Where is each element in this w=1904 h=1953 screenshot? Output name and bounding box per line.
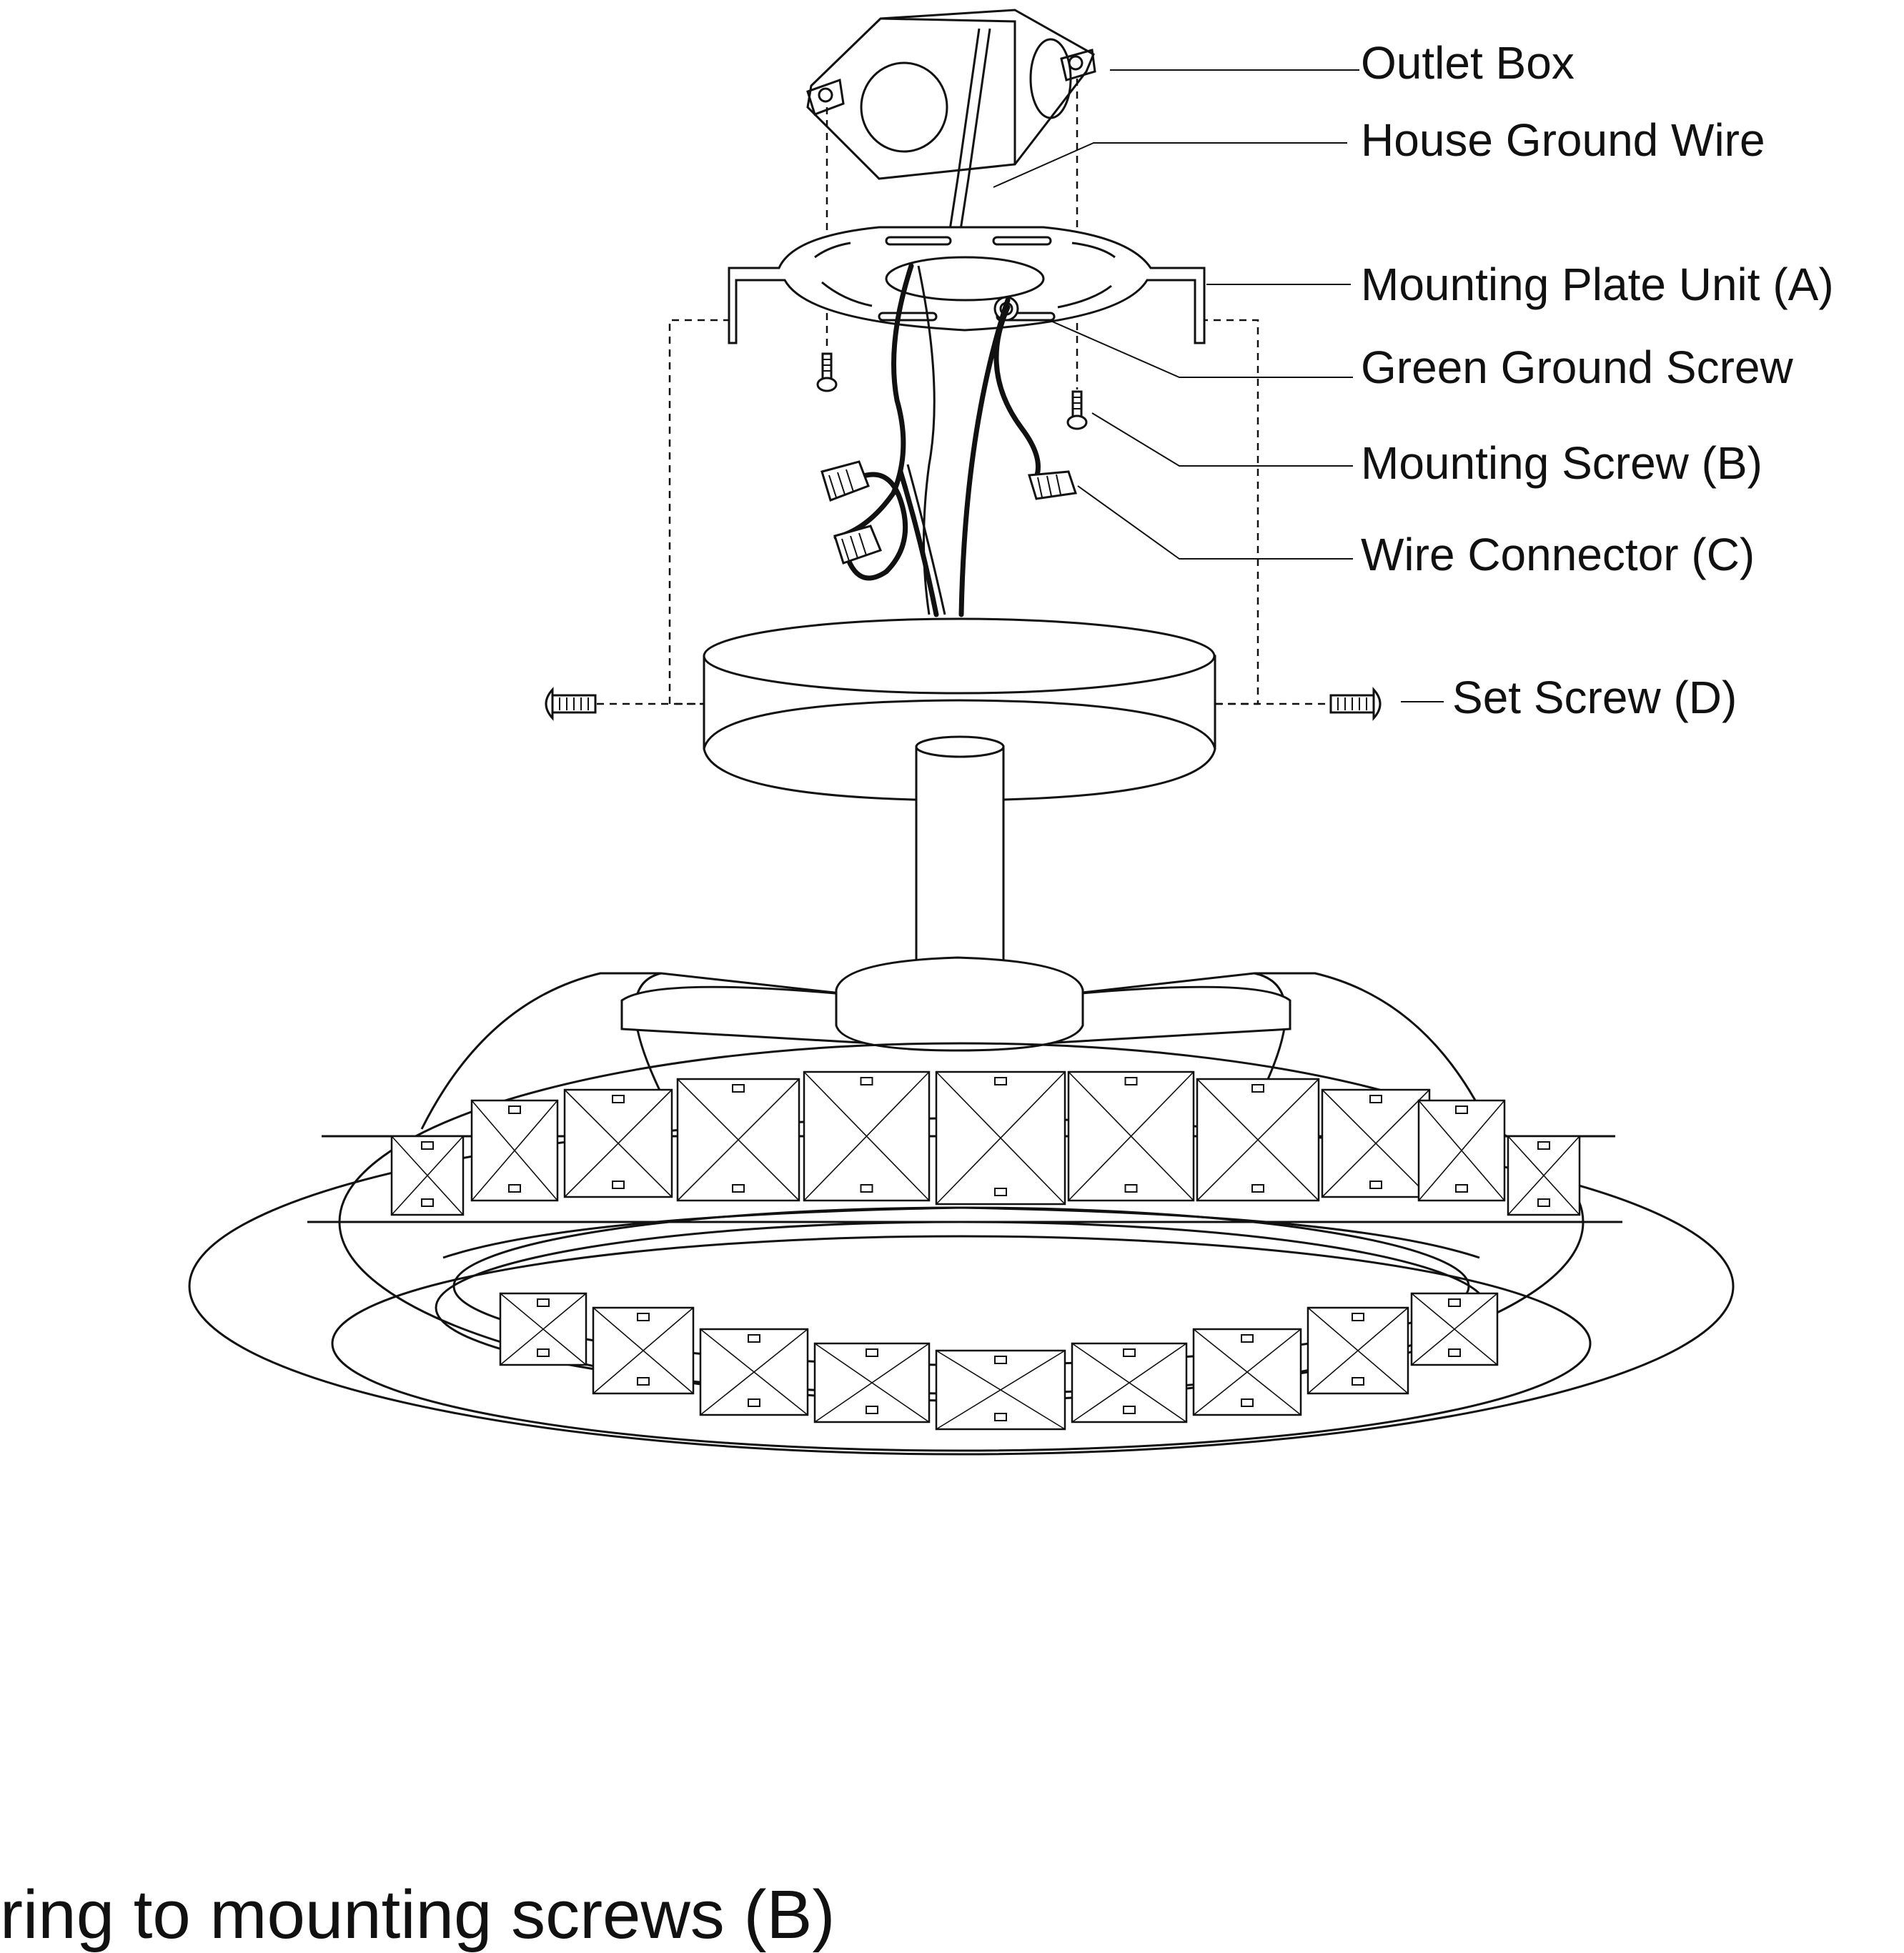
label-set-screw: Set Screw (D) (1452, 672, 1737, 723)
outlet-box (806, 9, 1096, 180)
crystal-facet (1196, 1078, 1320, 1202)
fixture-drawing (188, 9, 1735, 1456)
mounting-screws (816, 352, 1088, 430)
crystal-facet (1417, 1099, 1506, 1202)
leader-lines (993, 69, 1444, 702)
label-wire-connector: Wire Connector (C) (1361, 529, 1755, 580)
crystal-facet (935, 1349, 1066, 1431)
label-mounting-screw: Mounting Screw (B) (1361, 437, 1762, 489)
crystal-facet (676, 1078, 800, 1202)
crystal-facet (813, 1342, 931, 1423)
set-screws (545, 687, 1382, 721)
crystal-facet (935, 1070, 1066, 1206)
crystal-facet (1306, 1306, 1409, 1395)
hub-and-arms (420, 956, 1492, 1130)
stem (915, 735, 1005, 963)
crystal-facet (699, 1328, 809, 1416)
mounting-plate (728, 226, 1206, 344)
crystals-top (390, 1070, 1581, 1216)
crystal-facet (592, 1306, 695, 1395)
crystal-facet (1507, 1135, 1581, 1216)
crystal-facet (1192, 1328, 1302, 1416)
crystal-facet (1071, 1342, 1188, 1423)
alignment-guides (597, 79, 1333, 705)
crystal-facet (390, 1135, 465, 1216)
fixture-wires (833, 263, 1041, 617)
label-green-ground-screw: Green Ground Screw (1361, 342, 1793, 393)
crystal-facet (563, 1088, 673, 1198)
crystal-facet (1410, 1292, 1499, 1366)
label-outlet-box: Outlet Box (1361, 37, 1575, 89)
crystal-facet (1321, 1088, 1431, 1198)
crystals-bottom (499, 1292, 1499, 1431)
instruction-caption: ring to mounting screws (B) (0, 1877, 836, 1953)
crystal-facet (1067, 1070, 1195, 1202)
diagram-stage: Outlet Box House Ground Wire Mounting Pl… (0, 9, 1834, 1949)
crystal-facet (803, 1070, 931, 1202)
label-mounting-plate-unit: Mounting Plate Unit (A) (1361, 259, 1834, 310)
label-house-ground-wire: House Ground Wire (1361, 114, 1765, 166)
wire-connectors (820, 460, 1077, 565)
crystal-facet (470, 1099, 559, 1202)
crystal-facet (499, 1292, 587, 1366)
